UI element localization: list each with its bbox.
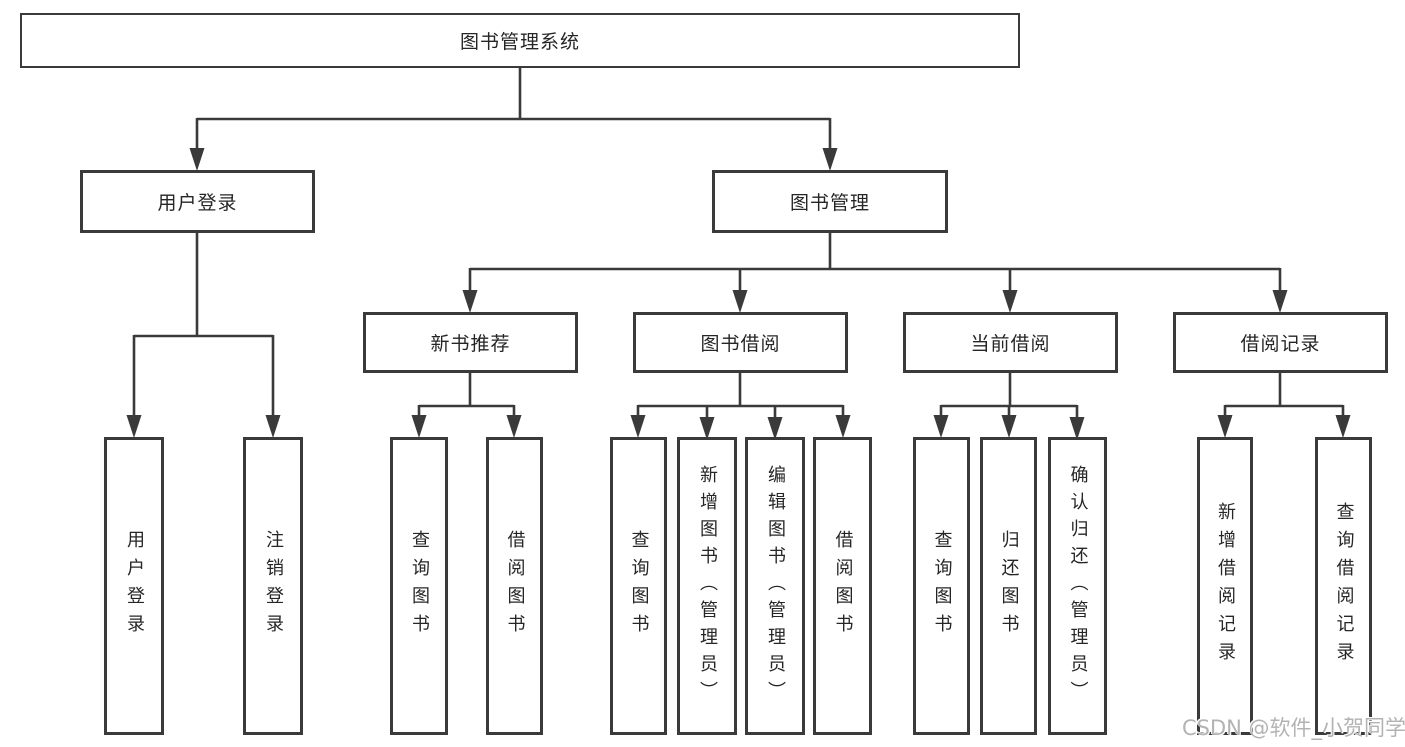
node-book-mgmt-label: 图书管理 <box>789 192 870 214</box>
arrowhead-leaf-logout <box>265 415 281 438</box>
leaf-cb-confirm-return: 确认归还（管理员） <box>1048 437 1107 735</box>
leaf-br-query-record: 查询借阅记录 <box>1315 437 1372 735</box>
arrowhead-user-login <box>189 148 205 171</box>
arrowhead-bb-leaf3 <box>767 417 783 440</box>
leaf-login-label: 用户登录 <box>124 530 145 642</box>
arrowhead-cb-leaf1 <box>933 415 949 438</box>
arrowheads <box>126 148 1351 440</box>
leaf-bb-query-books: 查询图书 <box>610 437 667 735</box>
node-new-book-rec-label: 新书推荐 <box>430 333 511 355</box>
node-user-login-label: 用户登录 <box>157 192 238 214</box>
leaf-bb-borrow-books-label: 借阅图书 <box>832 530 854 642</box>
leaf-cb-return-books: 归还图书 <box>980 437 1037 735</box>
arrowhead-cb-leaf3 <box>1069 417 1085 440</box>
leaf-cb-return-books-label: 归还图书 <box>998 530 1020 642</box>
leaf-bb-query-books-label: 查询图书 <box>628 530 650 642</box>
node-book-borrow-label: 图书借阅 <box>700 333 781 355</box>
arrowhead-current-borrow <box>1002 290 1018 313</box>
arrowhead-nbr-leaf2 <box>506 415 522 438</box>
arrowhead-book-borrow <box>732 290 748 313</box>
leaf-nbr-borrow-books: 借阅图书 <box>486 437 543 735</box>
leaf-bb-edit-books-label: 编辑图书（管理员） <box>765 464 786 708</box>
leaf-logout-label: 注销登录 <box>263 530 284 642</box>
leaf-nbr-borrow-books-label: 借阅图书 <box>504 530 526 642</box>
arrowhead-bb-leaf4 <box>835 415 851 438</box>
leaf-br-query-record-label: 查询借阅记录 <box>1333 502 1355 670</box>
node-current-borrow: 当前借阅 <box>903 312 1118 373</box>
arrowhead-book-mgmt <box>822 148 838 171</box>
arrowhead-bb-leaf1 <box>630 415 646 438</box>
arrowhead-br-leaf2 <box>1335 415 1351 438</box>
node-current-borrow-label: 当前借阅 <box>970 333 1051 355</box>
leaf-bb-add-books-label: 新增图书（管理员） <box>697 464 718 708</box>
arrowhead-borrow-records <box>1272 290 1288 313</box>
node-root: 图书管理系统 <box>20 13 1020 68</box>
connector-lines <box>132 68 1345 418</box>
node-root-label: 图书管理系统 <box>459 31 580 53</box>
arrowhead-bb-leaf2 <box>699 417 715 440</box>
leaf-login: 用户登录 <box>104 437 164 735</box>
node-borrow-records: 借阅记录 <box>1173 312 1388 373</box>
node-user-login: 用户登录 <box>80 170 315 233</box>
leaf-cb-query-books: 查询图书 <box>913 437 970 735</box>
leaf-br-add-record-label: 新增借阅记录 <box>1215 502 1236 670</box>
leaf-br-add-record: 新增借阅记录 <box>1197 437 1253 735</box>
arrowhead-cb-leaf2 <box>1001 415 1017 438</box>
leaf-cb-query-books-label: 查询图书 <box>931 530 953 642</box>
leaf-bb-edit-books: 编辑图书（管理员） <box>745 437 805 735</box>
leaf-nbr-query-books: 查询图书 <box>390 437 448 735</box>
arrowhead-br-leaf1 <box>1217 415 1233 438</box>
csdn-watermark: CSDN @软件_小贺同学 <box>1182 716 1405 740</box>
arrowhead-new-book-rec <box>462 290 478 313</box>
leaf-cb-confirm-return-label: 确认归还（管理员） <box>1067 464 1089 708</box>
leaf-bb-borrow-books: 借阅图书 <box>813 437 872 735</box>
leaf-bb-add-books: 新增图书（管理员） <box>677 437 737 735</box>
leaf-logout: 注销登录 <box>243 437 303 735</box>
node-book-mgmt: 图书管理 <box>712 170 948 233</box>
leaf-nbr-query-books-label: 查询图书 <box>409 530 430 642</box>
node-new-book-rec: 新书推荐 <box>363 312 578 373</box>
node-book-borrow: 图书借阅 <box>633 312 848 373</box>
node-borrow-records-label: 借阅记录 <box>1240 333 1321 355</box>
arrowhead-leaf-login <box>126 415 142 438</box>
arrowhead-nbr-leaf1 <box>411 415 427 438</box>
